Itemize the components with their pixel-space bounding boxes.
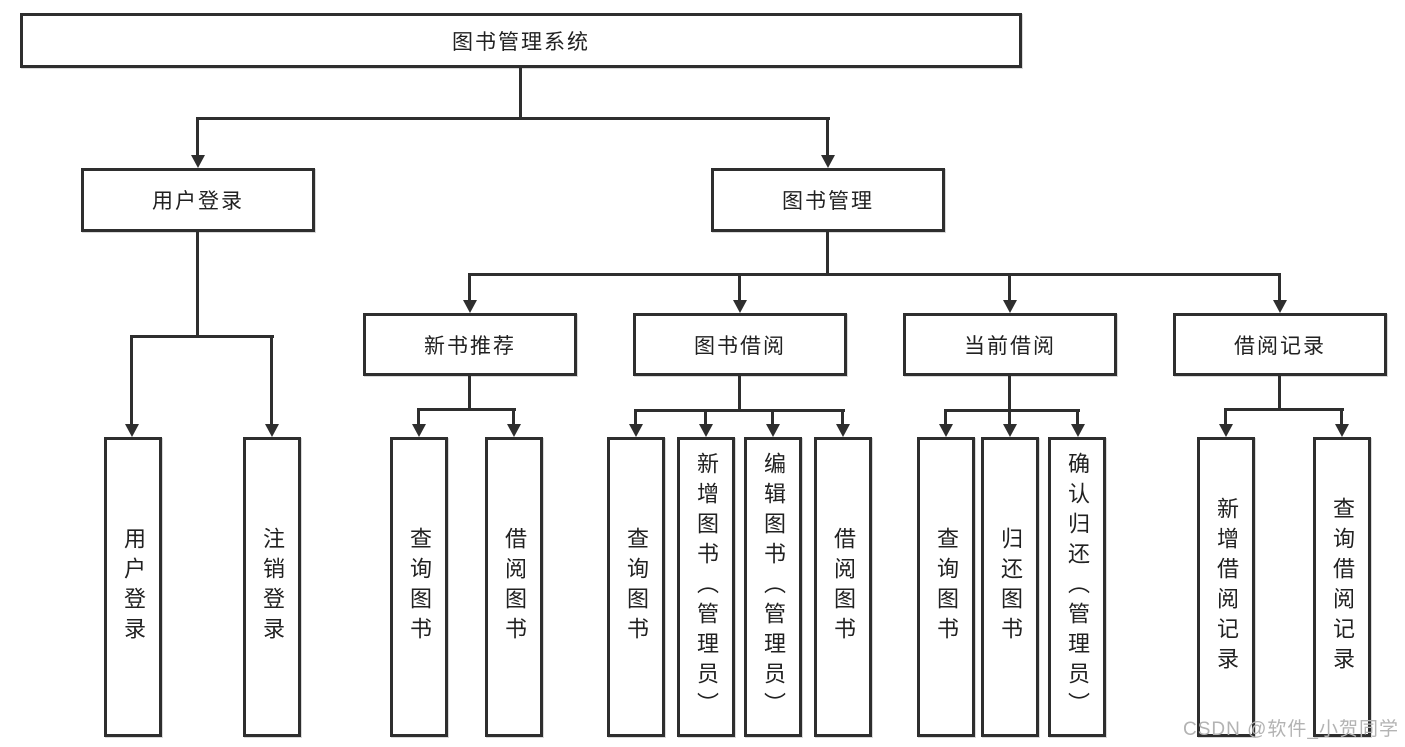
node-label: 图书管理系统: [452, 30, 590, 54]
connector-drop: [417, 408, 420, 424]
leaf-label: 确认归还（管理员）: [1065, 452, 1090, 722]
node-book-borrowing: 图书借阅: [633, 313, 847, 376]
connector-curborrow-hline: [944, 409, 1080, 412]
connector-newbook-hline: [417, 408, 516, 411]
down-arrowhead-icon: [1335, 424, 1349, 437]
connector-drop: [771, 409, 774, 424]
node-label: 图书借阅: [694, 334, 786, 358]
down-arrowhead-icon: [939, 424, 953, 437]
connector-drop-new-book: [468, 273, 471, 300]
leaf-label: 归还图书: [998, 527, 1023, 647]
connector-bookborrow-hline: [634, 409, 845, 412]
leaf-label: 借阅图书: [502, 527, 527, 647]
csdn-watermark: CSDN @软件_小贺同学: [1183, 719, 1399, 740]
connector-drop: [1340, 408, 1343, 424]
connector-newbook-stem: [468, 376, 471, 408]
leaf-add-borrow-record: 新增借阅记录: [1197, 437, 1255, 737]
connector-drop: [1224, 408, 1227, 424]
leaf-label: 借阅图书: [831, 527, 856, 647]
down-arrowhead-icon: [836, 424, 850, 437]
connector-drop-cur-borrow: [1008, 273, 1011, 300]
down-arrowhead-icon: [821, 155, 835, 168]
down-arrowhead-icon: [507, 424, 521, 437]
down-arrowhead-icon: [265, 424, 279, 437]
node-current-borrowing: 当前借阅: [903, 313, 1117, 376]
connector-drop: [1008, 409, 1011, 424]
leaf-label: 查询图书: [934, 527, 959, 647]
down-arrowhead-icon: [699, 424, 713, 437]
node-label: 图书管理: [782, 190, 874, 213]
node-label: 新书推荐: [424, 334, 516, 358]
down-arrowhead-icon: [1219, 424, 1233, 437]
connector-userlogin-stem: [196, 232, 199, 335]
leaf-add-books-admin: 新增图书（管理员）: [677, 437, 735, 737]
connector-drop-user-login: [196, 117, 199, 157]
node-label: 当前借阅: [964, 334, 1056, 358]
connector-bookborrow-stem: [738, 376, 741, 409]
connector-drop-leaf-logout: [270, 335, 273, 424]
leaf-label: 新增图书（管理员）: [694, 452, 719, 722]
connector-drop: [1076, 409, 1079, 424]
leaf-label: 查询借阅记录: [1330, 497, 1355, 677]
down-arrowhead-icon: [463, 300, 477, 313]
leaf-label: 新增借阅记录: [1214, 497, 1239, 677]
connector-curborrow-stem: [1008, 376, 1011, 409]
connector-drop-book-mgmt: [826, 117, 829, 157]
node-user-login: 用户登录: [81, 168, 315, 232]
leaf-query-books: 查询图书: [917, 437, 975, 737]
connector-root-hline: [196, 117, 830, 120]
leaf-logout: 注销登录: [243, 437, 301, 737]
leaf-return-books: 归还图书: [981, 437, 1039, 737]
connector-drop-leaf-user-login: [130, 335, 133, 424]
leaf-query-books: 查询图书: [390, 437, 448, 737]
connector-drop: [512, 408, 515, 424]
connector-bookmgmt-hline: [468, 273, 1281, 276]
leaf-query-books: 查询图书: [607, 437, 665, 737]
connector-drop: [841, 409, 844, 424]
node-new-book-recommendation: 新书推荐: [363, 313, 577, 376]
connector-userlogin-hline: [130, 335, 274, 338]
connector-drop: [634, 409, 637, 424]
down-arrowhead-icon: [733, 300, 747, 313]
connector-drop: [704, 409, 707, 424]
node-label: 用户登录: [152, 190, 244, 213]
down-arrowhead-icon: [191, 155, 205, 168]
down-arrowhead-icon: [629, 424, 643, 437]
down-arrowhead-icon: [125, 424, 139, 437]
leaf-label: 查询图书: [407, 527, 432, 647]
node-label: 借阅记录: [1234, 334, 1326, 358]
down-arrowhead-icon: [766, 424, 780, 437]
connector-drop-borrow-rec: [1278, 273, 1281, 300]
leaf-edit-books-admin: 编辑图书（管理员）: [744, 437, 802, 737]
leaf-label: 编辑图书（管理员）: [761, 452, 786, 722]
connector-drop: [944, 409, 947, 424]
down-arrowhead-icon: [1003, 424, 1017, 437]
leaf-confirm-return-admin: 确认归还（管理员）: [1048, 437, 1106, 737]
down-arrowhead-icon: [412, 424, 426, 437]
leaf-query-borrow-record: 查询借阅记录: [1313, 437, 1371, 737]
connector-borrowrec-stem: [1278, 376, 1281, 408]
node-library-management-system: 图书管理系统: [20, 13, 1022, 68]
leaf-label: 用户登录: [121, 527, 146, 647]
down-arrowhead-icon: [1273, 300, 1287, 313]
node-book-management: 图书管理: [711, 168, 945, 232]
leaf-borrow-books: 借阅图书: [814, 437, 872, 737]
down-arrowhead-icon: [1003, 300, 1017, 313]
connector-borrowrec-hline: [1224, 408, 1344, 411]
leaf-label: 查询图书: [624, 527, 649, 647]
leaf-label: 注销登录: [260, 527, 285, 647]
down-arrowhead-icon: [1071, 424, 1085, 437]
node-borrowing-records: 借阅记录: [1173, 313, 1387, 376]
connector-bookmgmt-stem: [826, 232, 829, 273]
leaf-borrow-books: 借阅图书: [485, 437, 543, 737]
leaf-user-login: 用户登录: [104, 437, 162, 737]
connector-drop-book-borrow: [738, 273, 741, 300]
connector-root-stem: [519, 68, 522, 117]
